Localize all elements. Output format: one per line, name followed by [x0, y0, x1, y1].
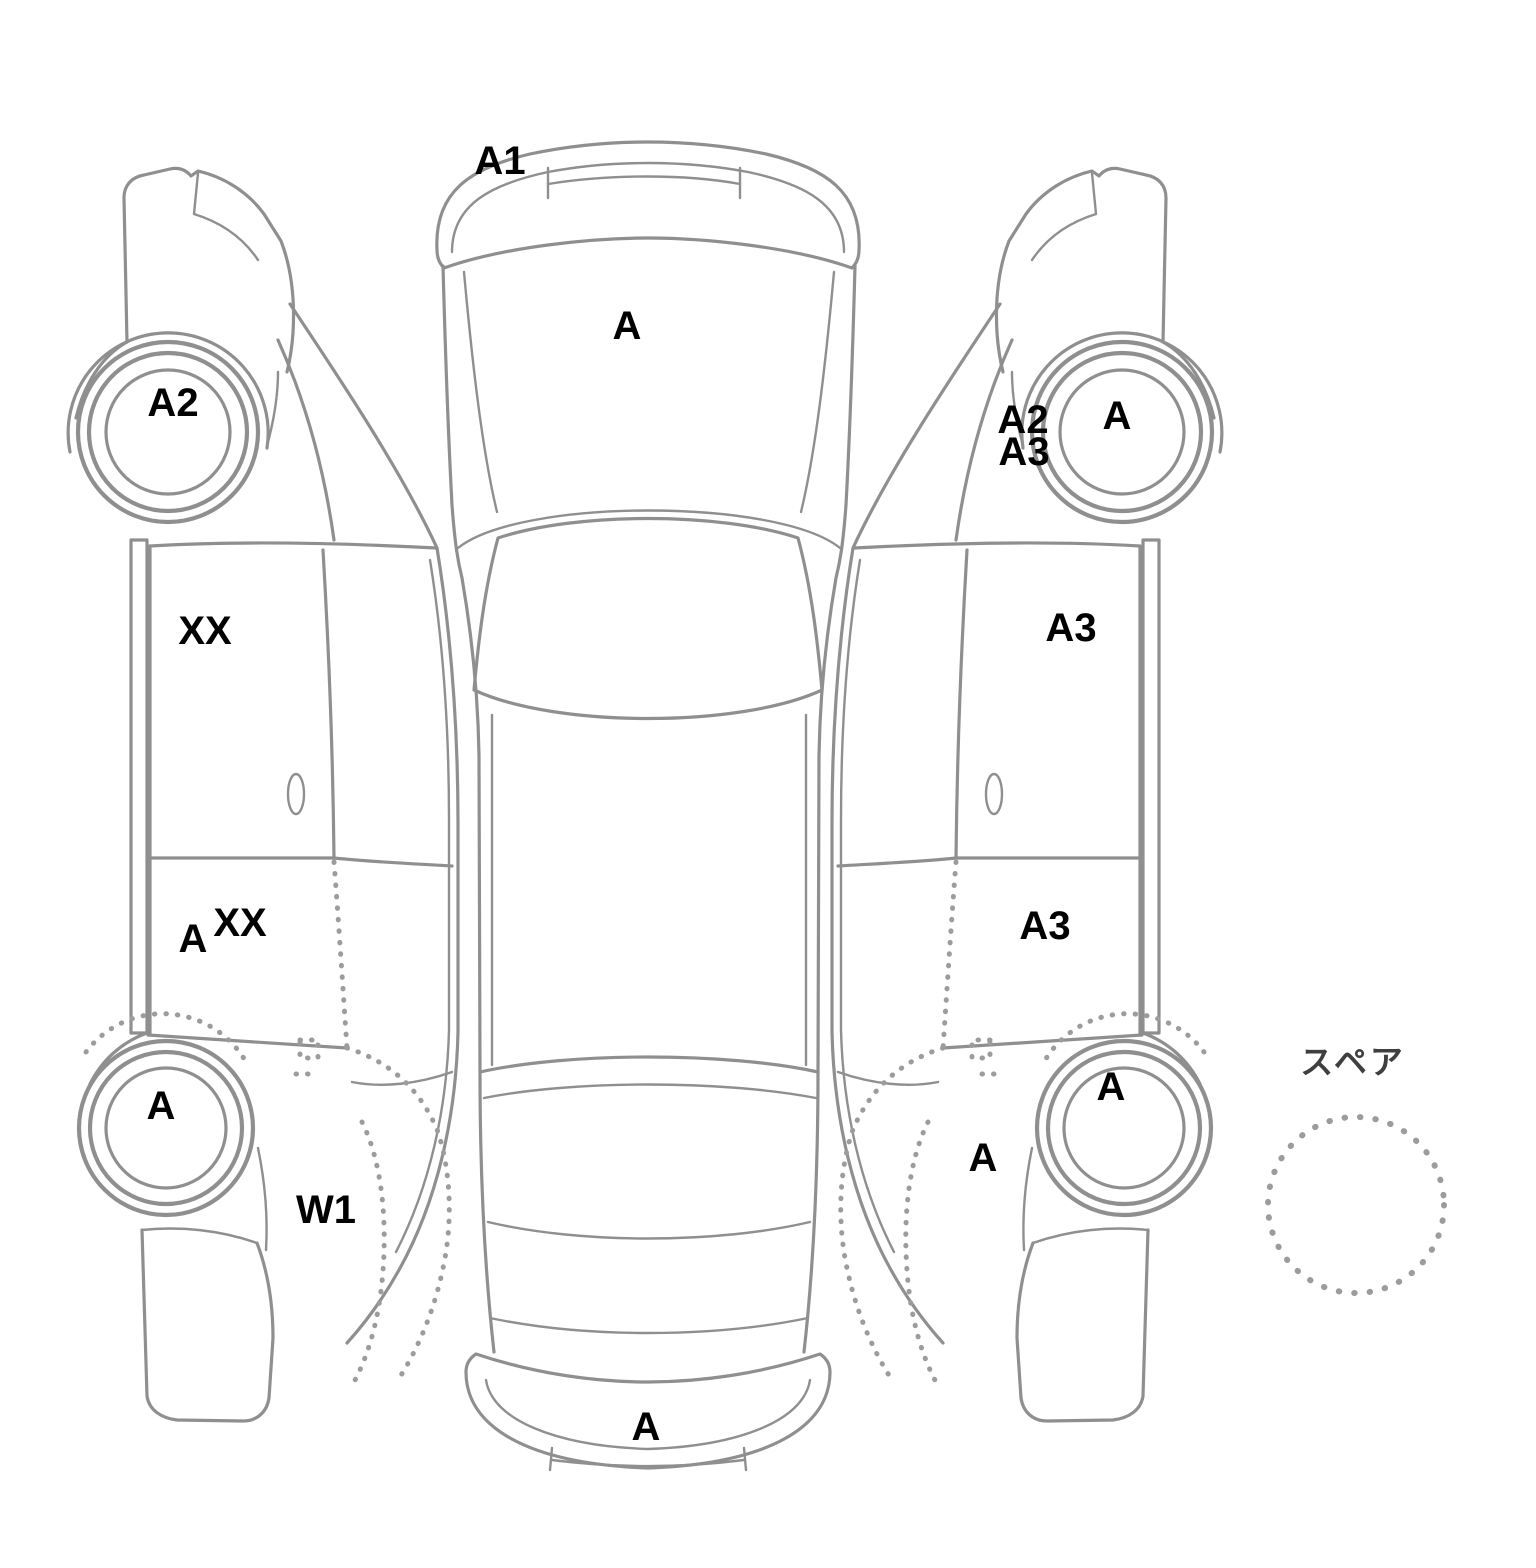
side-fender-pillar — [265, 302, 439, 550]
label-w1-left-rear-fender: W1 — [296, 1188, 356, 1232]
top-view-front-bumper — [435, 140, 861, 270]
side-roofline — [345, 546, 460, 1345]
side-view-left — [66, 166, 460, 1423]
side-doors — [129, 538, 454, 1086]
label-a3-right-rear-door: A3 — [1019, 904, 1071, 948]
top-view-roof — [478, 713, 820, 1100]
label-a-rear-bumper: A — [631, 1405, 661, 1449]
side-rear-bumper-corner — [140, 1227, 275, 1423]
spare-tire — [1265, 1114, 1447, 1296]
side-front-wheel — [66, 331, 270, 525]
label-a-right-rear-wheel: A — [1096, 1065, 1126, 1109]
top-view-hood — [441, 264, 857, 1354]
top-view-rear-window-trunk — [486, 1220, 812, 1335]
label-spare-tire: スペア — [1300, 1043, 1406, 1081]
label-xx-left-front-door: XX — [178, 609, 232, 653]
label-a2-right-front: A2 — [997, 398, 1049, 442]
top-view-windshield — [472, 516, 824, 721]
label-a2-left-front-wheel: A2 — [147, 381, 199, 425]
label-a-right-rear-quarter: A — [968, 1136, 998, 1180]
label-a-hood: A — [612, 304, 642, 348]
label-a-right-front-wheel: A — [1102, 394, 1132, 438]
top-view — [435, 140, 861, 1472]
top-view-rear-bumper — [464, 1352, 832, 1472]
side-rear-wheel — [76, 1031, 268, 1252]
label-a1-front-bumper: A1 — [474, 139, 526, 183]
label-a-left-rear-door: A — [178, 917, 208, 961]
label-a-left-rear-wheel: A — [146, 1084, 176, 1128]
spare-tire-circle — [1265, 1114, 1447, 1296]
side-dotted-damage-area — [83, 859, 452, 1385]
label-a3-right-front-upper: A3 — [998, 430, 1050, 474]
label-xx-left-rear-door: XX — [213, 901, 267, 945]
label-a3-right-front-door: A3 — [1045, 606, 1097, 650]
